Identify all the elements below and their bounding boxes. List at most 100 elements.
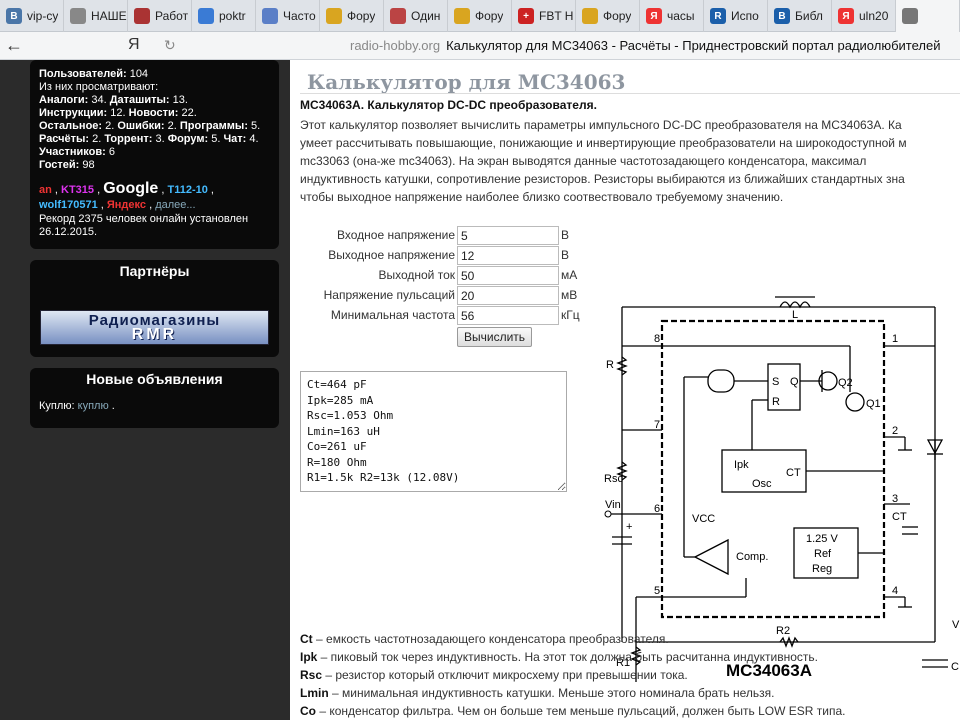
browser-tab[interactable]: Работ <box>128 0 192 32</box>
glossary-item: Ct – емкость частотнозадающего конденсат… <box>300 632 669 646</box>
browser-tab[interactable] <box>896 0 960 32</box>
online-user-link[interactable]: Яндекс <box>106 199 147 211</box>
tab-label: Работ <box>155 9 189 23</box>
tab-label: часы <box>667 9 695 23</box>
form-row: Выходной токмА <box>300 266 600 286</box>
ads-link[interactable]: куплю <box>77 400 109 412</box>
form-input[interactable] <box>457 226 559 245</box>
title-divider <box>300 93 960 94</box>
yandex-logo-icon[interactable]: Я <box>128 36 140 53</box>
browser-tab[interactable]: Фору <box>576 0 640 32</box>
description-line: Этот калькулятор позволяет вычислить пар… <box>300 118 902 132</box>
description-line: индуктивность катушки, сопротивление рез… <box>300 172 905 186</box>
ads-prefix: Куплю: <box>39 400 75 412</box>
tab-label: poktr <box>219 9 246 23</box>
banner-text-1: Радиомагазины <box>88 311 221 329</box>
tab-label: Библ <box>795 9 823 23</box>
label-ref1: 1.25 V <box>806 533 838 545</box>
online-user-link[interactable]: T112-10 <box>167 184 208 196</box>
online-user-link[interactable]: an <box>39 184 52 196</box>
back-arrow-icon[interactable]: ← <box>5 35 23 55</box>
page-subtitle: MC34063A. Калькулятор DC-DC преобразоват… <box>300 98 597 112</box>
form-input[interactable] <box>457 246 559 265</box>
separator: , <box>51 184 62 196</box>
form-input[interactable] <box>457 306 559 325</box>
browser-tab[interactable]: poktr <box>192 0 256 32</box>
browser-tab[interactable]: Фору <box>320 0 384 32</box>
site-icon <box>262 8 278 24</box>
form-unit: В <box>561 228 570 242</box>
form-input[interactable] <box>457 286 559 305</box>
browser-tab[interactable]: Один <box>384 0 448 32</box>
glossary-text: – конденсатор фильтра. Чем он больше тем… <box>316 704 846 718</box>
b-icon: B <box>774 8 790 24</box>
stats-value: 13. <box>169 94 188 106</box>
partners-title: Партнёры <box>119 263 190 279</box>
stats-key: Даташиты: <box>109 94 170 106</box>
stats-key: Новости: <box>128 107 179 119</box>
stats-value: 104 <box>126 68 149 80</box>
online-user-link[interactable]: wolf170571 <box>39 199 98 211</box>
label-r-reset: R <box>772 396 780 408</box>
partners-panel: Партнёры Радиомагазины RMR <box>30 260 279 357</box>
calculate-button[interactable]: Вычислить <box>457 327 533 347</box>
stats-line: Расчёты: 2. Торрент: 3. Форум: 5. Чат: 4… <box>39 133 270 146</box>
browser-tab[interactable]: Часто <box>256 0 320 32</box>
form-row: Минимальная частотакГц <box>300 306 600 326</box>
pin-7: 7 <box>654 419 660 431</box>
online-user-link[interactable]: далее... <box>155 199 196 211</box>
form-unit: мВ <box>561 288 578 302</box>
partner-banner[interactable]: Радиомагазины RMR <box>40 310 269 345</box>
browser-tab[interactable]: Фору <box>448 0 512 32</box>
forum-icon <box>326 8 342 24</box>
online-user-link[interactable]: KT315 <box>61 184 95 196</box>
label-rsc: Rsc <box>604 473 623 485</box>
label-cout: C <box>951 661 959 673</box>
glossary-text: – минимальная индуктивность катушки. Мен… <box>328 686 775 700</box>
label-ct: CT <box>892 511 907 523</box>
page-tab-title: Калькулятор для MC34063 - Расчёты - Прид… <box>446 38 941 53</box>
browser-tab[interactable]: НАШЕ <box>64 0 128 32</box>
label-ref3: Reg <box>812 563 832 575</box>
reload-icon[interactable]: ↻ <box>164 37 176 53</box>
form-input[interactable] <box>457 266 559 285</box>
label-comp: Comp. <box>736 551 768 563</box>
vk-icon: B <box>6 8 22 24</box>
label-osc: Osc <box>752 478 772 490</box>
pin-3: 3 <box>892 493 898 505</box>
glossary-term: Lmin <box>300 686 329 700</box>
result-textarea[interactable]: Ct=464 pF Ipk=285 mA Rsc=1.053 Ohm Lmin=… <box>300 371 567 492</box>
tab-label: Один <box>411 9 441 23</box>
glossary-term: Rsc <box>300 668 323 682</box>
form-unit: мА <box>561 268 578 282</box>
yandex-icon: Я <box>838 8 854 24</box>
tab-label: FBT Н <box>539 9 574 23</box>
online-record: Рекорд 2375 человек онлайн установлен 26… <box>39 213 249 238</box>
form-label: Минимальная частота <box>330 308 455 322</box>
stats-key: Программы: <box>179 120 248 132</box>
browser-tab[interactable]: +FBT Н <box>512 0 576 32</box>
separator: , <box>94 184 104 196</box>
yandex-icon: Я <box>646 8 662 24</box>
stats-line: Пользователей: 104 <box>39 68 270 81</box>
browser-tab[interactable]: B Библ <box>768 0 832 32</box>
online-user-link[interactable]: Google <box>103 180 159 197</box>
description-line: умеет рассчитывать повышающие, понижающи… <box>300 136 907 150</box>
stats-line: Участников: 6 <box>39 146 270 159</box>
glossary-item: Rsc – резистор который отключит микросхе… <box>300 668 688 682</box>
label-plus: + <box>626 521 632 533</box>
glossary-item: Ipk – пиковый ток через индуктивность. Н… <box>300 650 818 664</box>
glossary-item: Co – конденсатор фильтра. Чем он больше … <box>300 704 845 718</box>
stats-line: Инструкции: 12. Новости: 22. <box>39 107 270 120</box>
form-row: Выходное напряжениеВ <box>300 246 600 266</box>
glossary-term: Ct <box>300 632 313 646</box>
label-ref2: Ref <box>814 548 832 560</box>
stats-line: Из них просматривают: <box>39 81 270 94</box>
mc34063-schematic: L R Rsc Vin R1 R2 VCC Q2 Q1 S Q R Ipk Os… <box>604 296 960 682</box>
